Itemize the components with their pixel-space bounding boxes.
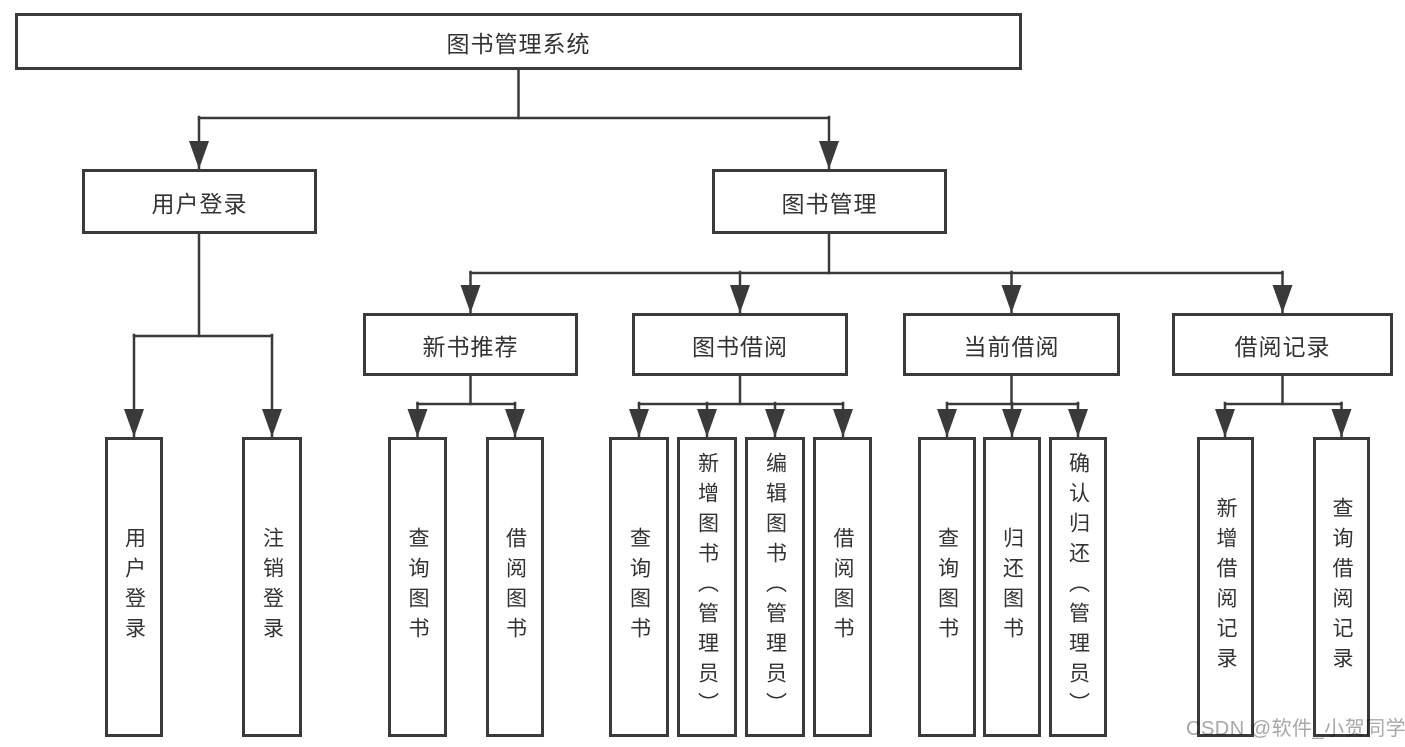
node-user-login-group: 用户登录 [82, 169, 317, 234]
node-leaf-query-books-current: 查询图书 [918, 437, 976, 737]
node-leaf-add-borrow-record: 新增借阅记录 [1197, 437, 1254, 737]
node-leaf-add-books-admin: 新增图书（管理员） [677, 437, 737, 737]
node-leaf-user-login: 用户登录 [105, 437, 163, 737]
node-leaf-confirm-return-admin: 确认归还（管理员） [1049, 437, 1107, 737]
node-current-borrowing: 当前借阅 [903, 313, 1120, 376]
node-leaf-logout: 注销登录 [242, 437, 302, 737]
node-book-management: 图书管理 [712, 169, 947, 234]
node-borrowing-records: 借阅记录 [1172, 313, 1393, 376]
node-leaf-edit-books-admin: 编辑图书（管理员） [745, 437, 805, 737]
node-book-borrowing: 图书借阅 [632, 313, 848, 376]
csdn-watermark: CSDN @软件_小贺同学 [1186, 718, 1405, 740]
node-leaf-borrow-books-borrowing: 借阅图书 [813, 437, 872, 737]
node-leaf-return-books: 归还图书 [983, 437, 1041, 737]
node-leaf-query-books-borrowing: 查询图书 [609, 437, 669, 737]
node-library-management-system: 图书管理系统 [15, 13, 1022, 70]
node-new-book-recommend: 新书推荐 [363, 313, 578, 376]
node-leaf-borrow-books-recommend: 借阅图书 [486, 437, 544, 737]
node-leaf-query-borrow-record: 查询借阅记录 [1313, 437, 1370, 737]
node-leaf-query-books-recommend: 查询图书 [388, 437, 447, 737]
